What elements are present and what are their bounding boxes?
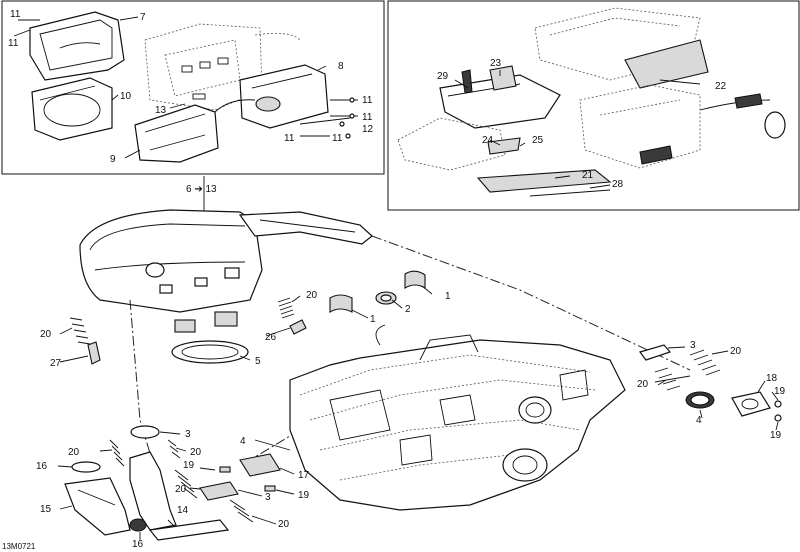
callout-5: 5 xyxy=(255,356,261,367)
callout-19: 19 xyxy=(770,430,782,441)
part-9-lower-shield xyxy=(134,104,219,163)
part-8-rear-shield xyxy=(214,64,329,129)
callout-11: 11 xyxy=(362,112,373,123)
callout-20: 20 xyxy=(190,447,202,458)
part-20-springs xyxy=(69,297,721,523)
callout-25: 25 xyxy=(532,135,544,146)
callout-11: 11 xyxy=(332,133,343,144)
centerline-mount xyxy=(129,299,171,521)
inset-frame-left xyxy=(1,0,385,175)
callout-11: 11 xyxy=(8,38,19,49)
drawing-code: 13M0721 xyxy=(2,542,36,551)
callout-19: 19 xyxy=(774,386,786,397)
callout-20: 20 xyxy=(175,484,187,495)
callout-9: 9 xyxy=(110,154,116,165)
callout-7: 7 xyxy=(140,12,146,23)
callout-19: 19 xyxy=(183,460,195,471)
callout-20: 20 xyxy=(278,519,290,530)
callout-24: 24 xyxy=(482,135,494,146)
lower-exhaust-pipes xyxy=(64,425,230,541)
callout-20: 20 xyxy=(68,447,80,458)
right-flange-parts xyxy=(639,344,782,422)
part-7-upper-shield xyxy=(29,11,125,81)
callout-14: 14 xyxy=(177,505,189,516)
callout-13: 13 xyxy=(155,105,167,116)
callout-22: 22 xyxy=(715,81,727,92)
inset-frame-right xyxy=(387,0,800,211)
part-2-ring xyxy=(375,291,397,305)
callout-18: 18 xyxy=(766,373,778,384)
callout-28: 28 xyxy=(612,179,624,190)
callout-12: 12 xyxy=(362,124,374,135)
callout-11: 11 xyxy=(10,9,21,20)
callout-3: 3 xyxy=(185,429,191,440)
muffler-outline xyxy=(144,23,301,111)
callout-26: 26 xyxy=(265,332,277,343)
callout-3: 3 xyxy=(690,340,696,351)
part-21-28 xyxy=(476,169,612,197)
main-muffler xyxy=(79,209,373,333)
callout-8: 8 xyxy=(338,61,344,72)
callout-20: 20 xyxy=(306,290,318,301)
inset-muffler xyxy=(579,84,786,169)
callout-1: 1 xyxy=(370,314,376,325)
part-1-clamps xyxy=(329,270,426,313)
callout-29: 29 xyxy=(437,71,449,82)
part-5-gasket xyxy=(171,340,249,364)
heat-shield-inset: 11 11 7 10 13 9 8 11 11 12 11 11 xyxy=(1,0,385,175)
part-10-lower-shield xyxy=(31,77,113,141)
part-17-14-lower xyxy=(199,439,291,501)
callout-2: 2 xyxy=(405,304,411,315)
assembly-link-label: 6 ➔ 13 xyxy=(186,184,217,195)
callout-17: 17 xyxy=(298,470,310,481)
callout-4: 4 xyxy=(240,436,246,447)
callout-11: 11 xyxy=(284,133,295,144)
callout-20: 20 xyxy=(40,329,52,340)
callout-11: 11 xyxy=(362,95,373,106)
callout-20: 20 xyxy=(637,379,649,390)
part-24-25 xyxy=(397,117,521,171)
centerline-muffler xyxy=(371,235,691,371)
tunnel-heat-shield-inset: 29 23 22 24 25 21 28 xyxy=(387,0,800,211)
callout-4: 4 xyxy=(696,415,702,426)
callout-27: 27 xyxy=(50,358,62,369)
callout-19: 19 xyxy=(298,490,310,501)
callout-16: 16 xyxy=(132,539,144,550)
callout-3: 3 xyxy=(265,492,271,503)
callout-15: 15 xyxy=(40,504,52,515)
callout-23: 23 xyxy=(490,58,502,69)
engine-block xyxy=(289,324,626,511)
callout-16: 16 xyxy=(36,461,48,472)
part-26-27-hooks xyxy=(87,319,307,365)
callout-1: 1 xyxy=(445,291,451,302)
fasteners-11-12 xyxy=(13,19,358,139)
callout-20: 20 xyxy=(730,346,742,357)
callout-21: 21 xyxy=(582,170,594,181)
callout-10: 10 xyxy=(120,91,132,102)
part-22-tunnel xyxy=(534,7,709,89)
